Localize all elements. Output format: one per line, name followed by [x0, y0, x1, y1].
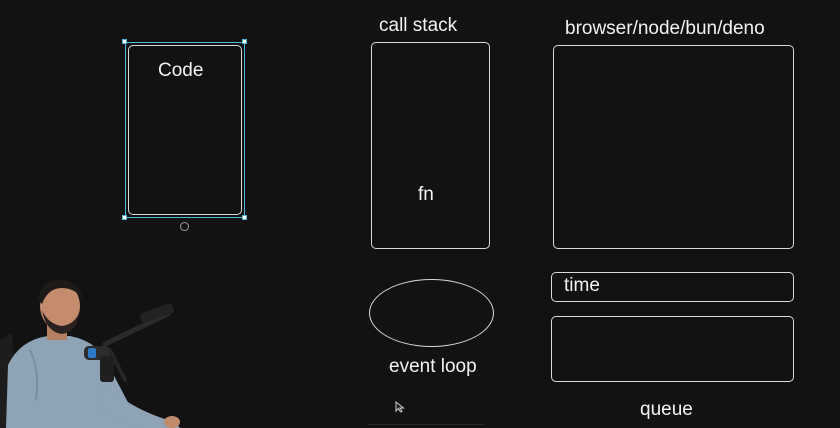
rotate-handle-icon[interactable] — [180, 222, 189, 231]
canvas-bottom-edge — [368, 424, 484, 428]
event-loop-ellipse[interactable] — [369, 279, 494, 347]
call-stack-title: call stack — [379, 15, 458, 36]
resize-handle-top-right[interactable] — [242, 39, 247, 44]
runtime-title: browser/node/bun/deno — [565, 18, 765, 39]
pointer-cursor-icon — [395, 401, 405, 413]
code-box[interactable] — [128, 45, 242, 215]
code-box-label: Code — [158, 60, 204, 81]
selection-frame — [125, 42, 245, 218]
call-stack-box[interactable] — [371, 42, 490, 249]
queue-label: queue — [640, 399, 693, 420]
queue-box[interactable] — [551, 316, 794, 382]
call-stack-item-fn: fn — [418, 184, 434, 205]
resize-handle-bottom-left[interactable] — [122, 215, 127, 220]
runtime-box[interactable] — [553, 45, 794, 249]
time-box-label: time — [564, 275, 600, 296]
time-box[interactable] — [551, 272, 794, 302]
resize-handle-top-left[interactable] — [122, 39, 127, 44]
webcam-presenter-image — [0, 270, 195, 428]
event-loop-label: event loop — [389, 356, 477, 377]
resize-handle-bottom-right[interactable] — [242, 215, 247, 220]
